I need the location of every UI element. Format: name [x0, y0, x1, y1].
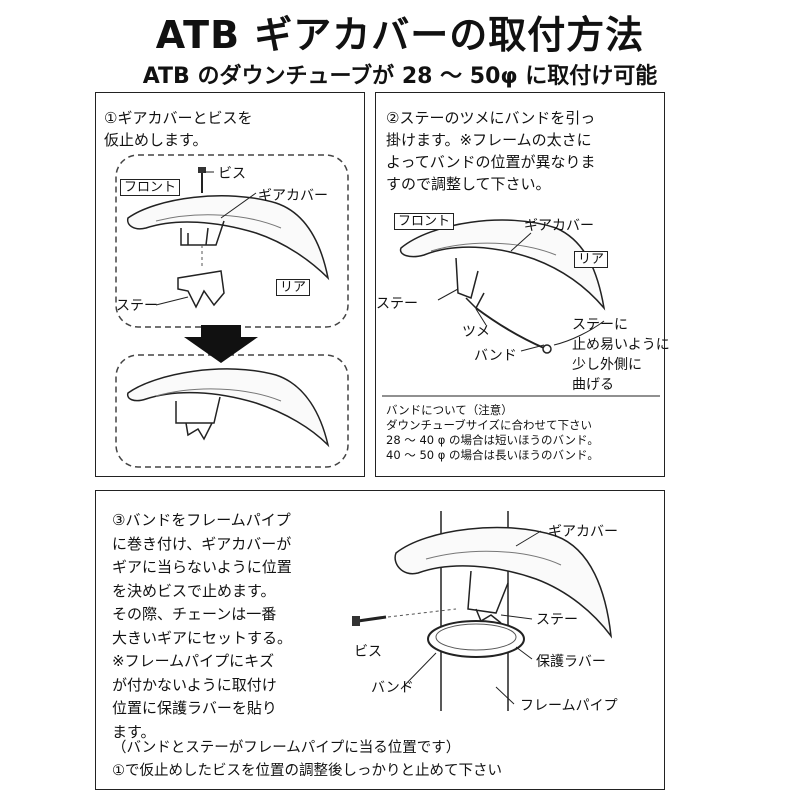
step3-gearcover-label: ギアカバー: [548, 524, 618, 540]
step1-gearcover-label: ギアカバー: [258, 188, 328, 204]
page-subtitle: ATB のダウンチューブが 28 ～ 50φ に取付け可能: [142, 64, 658, 89]
step3-instruction: ③バンドをフレームパイプ に巻き付け、ギアカバーが ギアに当らないように位置 を…: [112, 511, 293, 741]
step2-band-caution: バンドについて（注意） ダウンチューブサイズに合わせて下さい 28 ～ 40 φ…: [386, 403, 599, 462]
step3-panel: ③バンドをフレームパイプ に巻き付け、ギアカバーが ギアに当らないように位置 を…: [95, 490, 665, 790]
step1-front-label: フロント: [120, 179, 181, 196]
step1-instruction: ①ギアカバーとビスを 仮止めします。: [104, 109, 253, 149]
page-title: ATB ギアカバーの取付方法: [155, 13, 645, 57]
step1-panel: ①ギアカバーとビスを 仮止めします。 フロント ビス ギアカバー リア ステー: [95, 92, 365, 477]
step3-screw-label: ビス: [354, 644, 382, 660]
step3-rubber-label: 保護ラバー: [536, 654, 606, 670]
step3-stay-label: ステー: [536, 612, 578, 628]
step1-illustration: [115, 154, 349, 468]
step2-band-label: バンド: [474, 348, 517, 364]
step3-band-label: バンド: [371, 680, 414, 696]
step2-illustration: [382, 219, 660, 397]
step2-gearcover-label: ギアカバー: [524, 218, 594, 234]
step2-stay-label: ステー: [376, 296, 418, 312]
step2-bend-note: ステーに 止め易いように 少し外側に 曲げる: [572, 317, 670, 393]
step2-rear-label: リア: [574, 251, 609, 268]
step2-claw-label: ツメ: [462, 324, 490, 340]
step2-panel: ②ステーのツメにバンドを引っ 掛けます。※フレームの太さに よってバンドの位置が…: [375, 92, 670, 477]
step1-rear-label: リア: [276, 279, 311, 296]
step3-illustration: [352, 511, 613, 711]
step1-stay-label: ステー: [116, 298, 158, 314]
step3-pipe-label: フレームパイプ: [520, 698, 618, 714]
step2-instruction: ②ステーのツメにバンドを引っ 掛けます。※フレームの太さに よってバンドの位置が…: [386, 109, 596, 193]
step1-screw-label: ビス: [218, 166, 246, 182]
step2-front-label: フロント: [394, 213, 455, 230]
step3-footer: （バンドとステーがフレームパイプに当る位置です） ①で仮止めしたビスを位置の調整…: [112, 740, 502, 779]
